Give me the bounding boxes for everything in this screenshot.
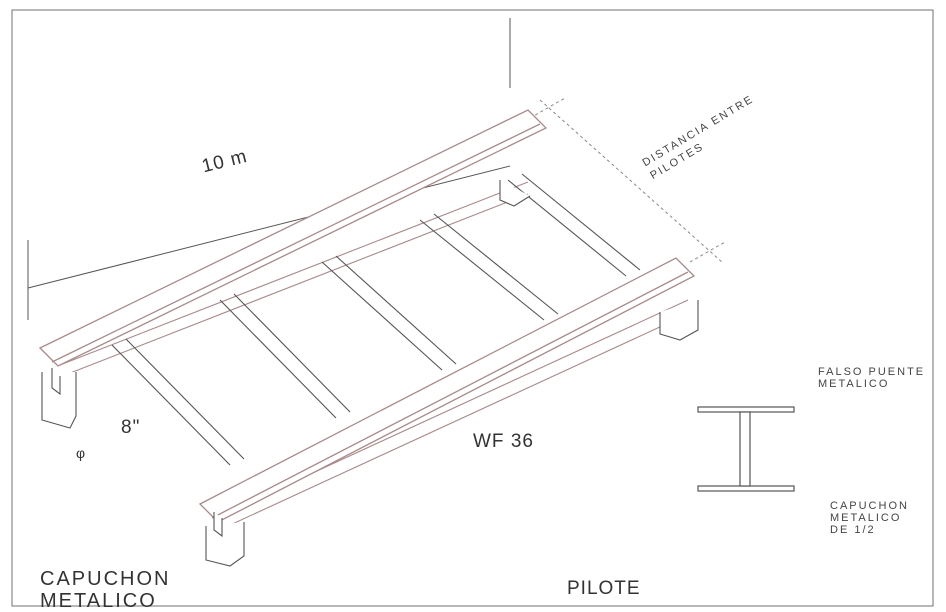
capuchon-metalico-label: CAPUCHON METALICO: [40, 568, 170, 612]
capuchon-half-line3: DE 1/2: [830, 524, 876, 537]
spacing-dimension: [529, 97, 726, 263]
inner-rails: [59, 181, 689, 533]
pilote-label: PILOTE: [567, 578, 641, 599]
falso-puente-line1: FALSO PUENTE: [818, 366, 926, 378]
drawing-frame: [11, 9, 934, 607]
ibeam-section: [697, 406, 795, 492]
diameter-symbol: φ: [76, 445, 86, 461]
capuchon-metalico-line1: CAPUCHON: [40, 568, 171, 590]
falso-puente-line2: METALICO: [818, 378, 890, 391]
pile-cap-back-top: [499, 180, 531, 207]
main-beam-bottom: [198, 257, 696, 523]
pile-cap-front-left: [41, 368, 77, 429]
main-beam-top: [38, 109, 548, 367]
crossbeam-size-label: 8": [121, 417, 141, 438]
pile-cap-front-bottom: [205, 512, 245, 567]
capuchon-metalico-line2: METALICO: [40, 590, 157, 612]
capuchon-half-line2: METALICO: [830, 512, 902, 525]
capuchon-half-line1: CAPUCHON: [830, 500, 909, 512]
capuchon-half-label: CAPUCHON METALICO DE 1/2: [830, 500, 909, 536]
beam-section-label: WF 36: [473, 431, 534, 452]
cross-beams: [111, 173, 641, 466]
pile-cap-back-right: [659, 300, 699, 341]
length-dimension: [27, 18, 511, 320]
falso-puente-label: FALSO PUENTE METALICO: [818, 366, 925, 390]
